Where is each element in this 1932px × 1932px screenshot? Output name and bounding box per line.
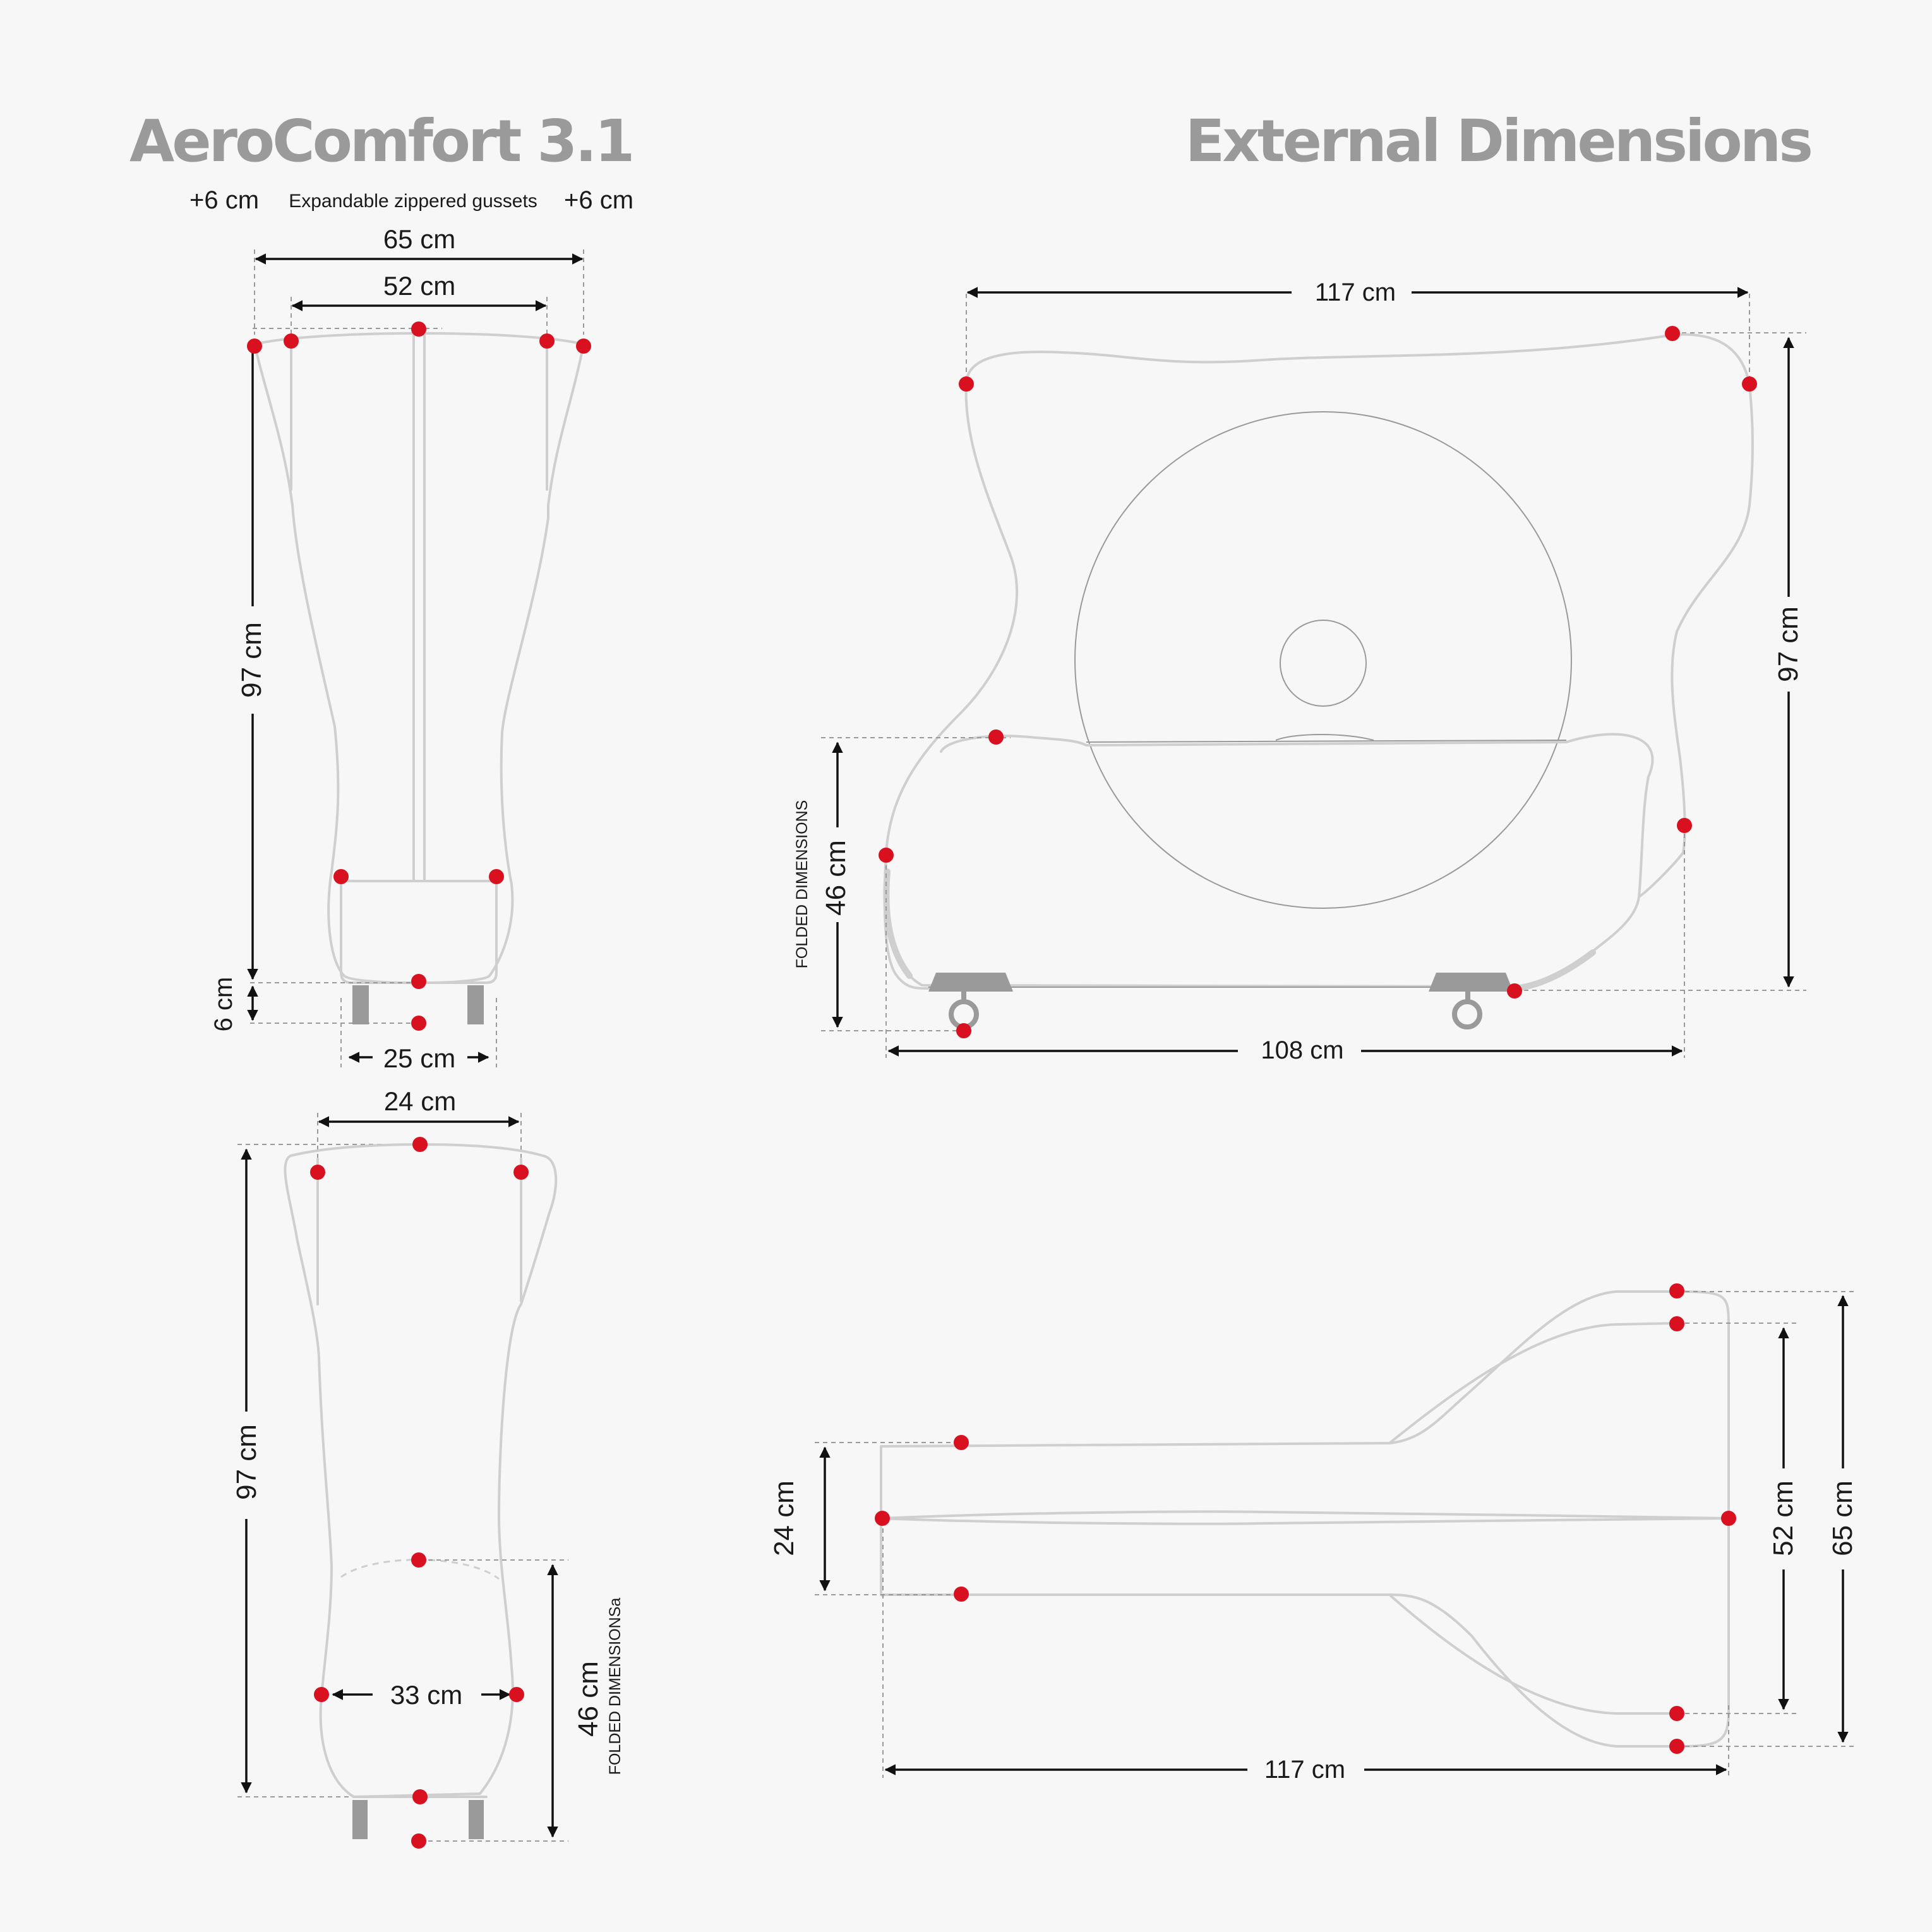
marker	[959, 376, 974, 392]
side-view: 117 cm 97 cm 46 cm FOLDED	[793, 272, 1809, 1071]
marker	[1665, 326, 1680, 341]
marker	[411, 1833, 426, 1849]
gusset-left-label: +6 cm	[189, 186, 259, 214]
marker	[412, 1789, 428, 1804]
narrow-wheel-right	[469, 1800, 484, 1839]
side-center-hub	[1280, 620, 1367, 707]
gusset-note: Expandable zippered gussets	[289, 191, 537, 212]
narrow-wheel-left	[352, 1800, 368, 1839]
marker	[988, 729, 1004, 745]
marker	[310, 1165, 325, 1180]
marker	[1677, 818, 1692, 833]
section-title: External Dimensions	[1185, 107, 1811, 175]
front-base-width-label: 25 cm	[383, 1043, 455, 1073]
side-seat-disc	[1074, 411, 1572, 909]
front-view: +6 cm Expandable zippered gussets +6 cm …	[189, 186, 633, 1073]
marker	[539, 333, 555, 349]
marker	[513, 1165, 529, 1180]
marker	[411, 974, 426, 989]
top-width-expanded-label: 65 cm	[1827, 1480, 1858, 1556]
narrow-width-mid-label: 33 cm	[390, 1680, 462, 1710]
marker	[333, 869, 349, 884]
front-height-label: 97 cm	[236, 622, 267, 698]
marker	[314, 1687, 329, 1702]
narrow-outline	[284, 1143, 558, 1798]
narrow-height-label: 97 cm	[231, 1424, 262, 1500]
top-width-top-label: 52 cm	[1768, 1480, 1799, 1556]
front-wheel-right	[467, 985, 484, 1024]
narrow-view: 24 cm 97 cm 33 cm 46 cm FOLDED DIMENSION…	[225, 1086, 624, 1849]
top-length-label: 117 cm	[1264, 1756, 1345, 1784]
gusset-right-label: +6 cm	[564, 186, 633, 214]
marker	[1669, 1739, 1684, 1754]
front-wheel-height-label: 6 cm	[210, 977, 237, 1032]
marker	[954, 1435, 969, 1450]
marker	[879, 848, 894, 863]
narrow-folded-height-label: 46 cm	[573, 1661, 604, 1737]
narrow-folded-label: FOLDED DIMENSIONSa	[606, 1598, 624, 1775]
front-bottom-compartment	[340, 880, 498, 984]
narrow-width-top-label: 24 cm	[384, 1086, 456, 1116]
marker	[247, 339, 262, 354]
side-folded-height-label: 46 cm	[820, 840, 851, 916]
marker	[576, 339, 591, 354]
front-width-top-label: 52 cm	[383, 271, 455, 301]
marker	[1669, 1283, 1684, 1299]
front-wheel-left	[352, 985, 369, 1024]
side-folded-label: FOLDED DIMENSIONS	[793, 800, 811, 969]
marker	[489, 869, 504, 884]
marker	[1742, 376, 1757, 392]
side-base-left	[928, 973, 1013, 992]
top-depth-narrow-label: 24 cm	[769, 1480, 800, 1556]
side-outer-shell	[965, 333, 1754, 898]
marker	[412, 1137, 428, 1152]
marker	[284, 333, 299, 349]
side-length-bottom-label: 108 cm	[1261, 1036, 1343, 1064]
side-base-right	[1429, 973, 1513, 992]
marker	[956, 1023, 971, 1038]
marker	[411, 321, 426, 337]
side-length-top-label: 117 cm	[1315, 279, 1396, 306]
marker	[875, 1511, 890, 1526]
marker	[1669, 1706, 1684, 1721]
product-title: AeroComfort 3.1	[129, 107, 632, 175]
marker	[954, 1587, 969, 1602]
marker	[1721, 1511, 1736, 1526]
marker	[509, 1687, 524, 1702]
front-outline	[253, 332, 585, 985]
top-view: 24 cm 52 cm 65 cm 117 cm	[769, 1283, 1864, 1790]
side-wheel-right	[1452, 999, 1482, 1029]
marker	[411, 1016, 426, 1031]
side-height-label: 97 cm	[1773, 606, 1804, 682]
front-width-expanded-label: 65 cm	[383, 224, 455, 254]
marker	[1669, 1316, 1684, 1331]
marker	[1507, 983, 1522, 999]
marker	[411, 1552, 426, 1568]
